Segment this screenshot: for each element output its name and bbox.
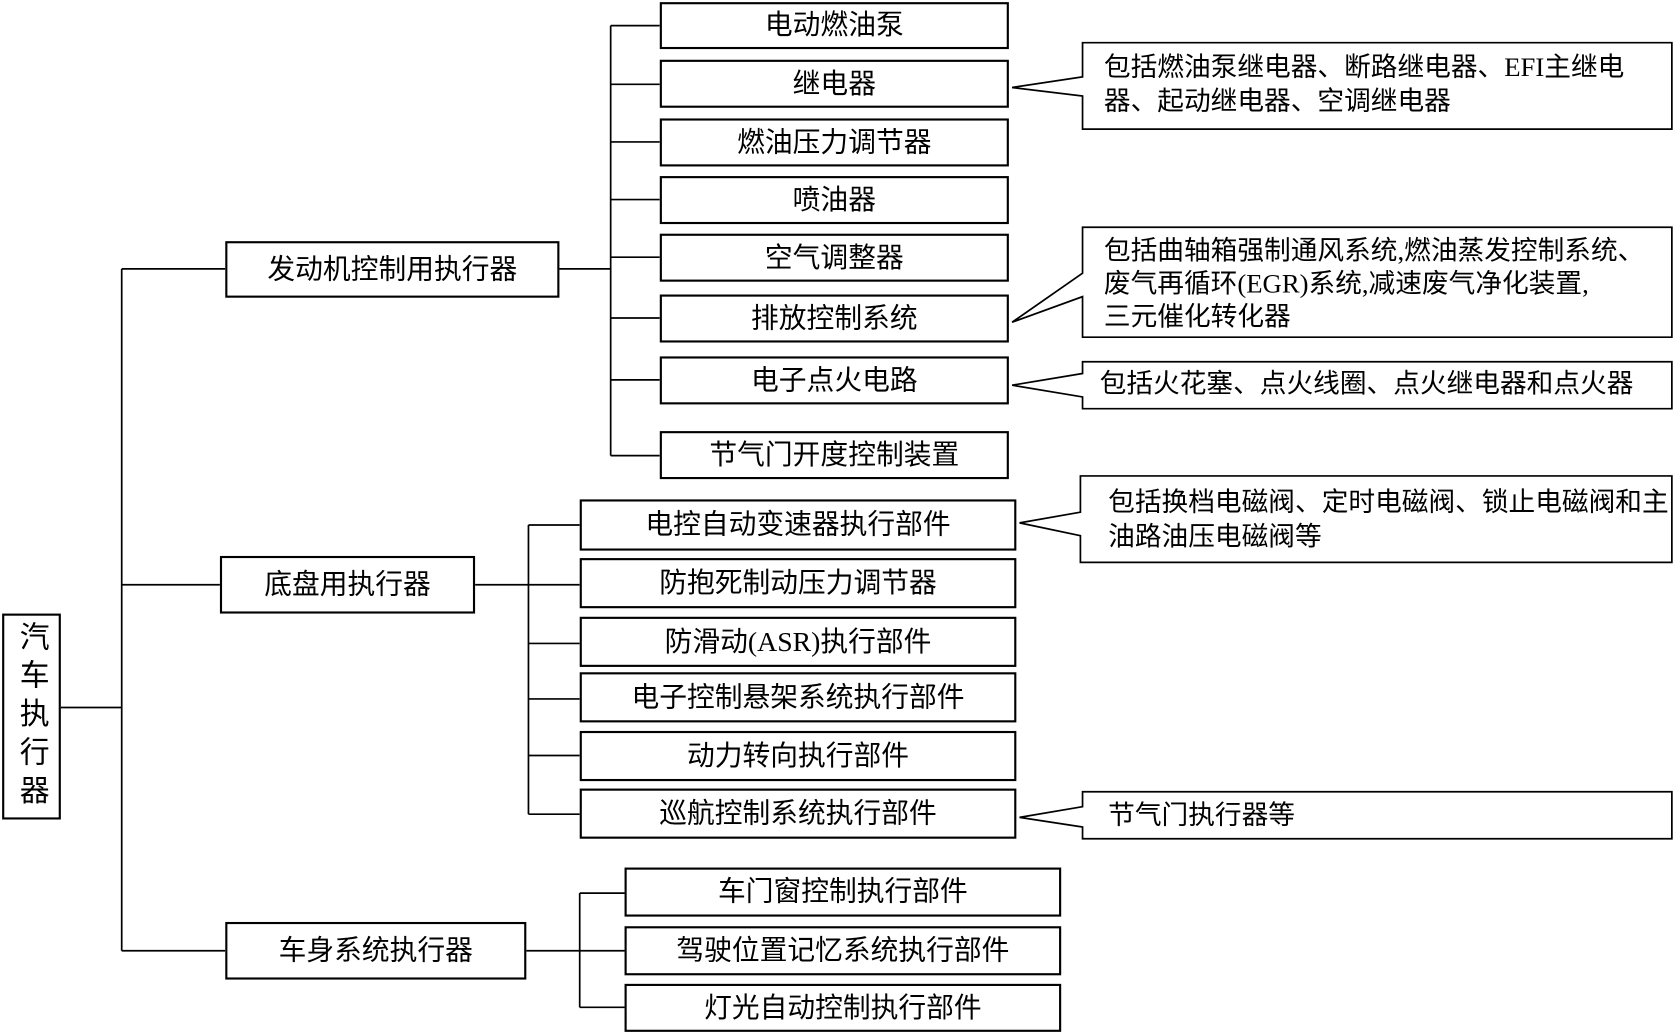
chassis-item-suspension: 电子控制悬架系统执行部件	[579, 672, 1017, 723]
callout-line: 油路油压电磁阀等	[1108, 522, 1322, 552]
callout-emission-shape	[1011, 226, 1673, 339]
callout-cruise-note: 节气门执行器等	[1108, 799, 1295, 833]
engine-item-ignition-circuit: 电子点火电路	[659, 356, 1009, 405]
callout-ignition-note: 包括火花塞、点火线圈、点火继电器和点火器	[1100, 368, 1634, 402]
body-item-seat-memory: 驾驶位置记忆系统执行部件	[624, 926, 1062, 976]
engine-item-throttle-control: 节气门开度控制装置	[659, 431, 1009, 480]
callout-line: 三元催化转化器	[1103, 303, 1291, 332]
callout-transmission-note: 包括换档电磁阀、定时电磁阀、锁止电磁阀和主 油路油压电磁阀等	[1108, 487, 1669, 555]
engine-item-emission-control: 排放控制系统	[659, 294, 1009, 343]
body-actuators-node: 车身系统执行器	[225, 921, 527, 980]
engine-item-injector: 喷油器	[659, 176, 1009, 225]
chassis-item-abs-modulator: 防抱死制动压力调节器	[579, 558, 1017, 609]
callout-emission-note: 包括曲轴箱强制通风系统,燃油蒸发控制系统、 废气再循环(EGR)系统,减速废气净…	[1104, 235, 1644, 334]
chassis-actuators-node: 底盘用执行器	[219, 555, 476, 614]
engine-item-relay: 继电器	[659, 59, 1009, 108]
chassis-item-cruise-control: 巡航控制系统执行部件	[579, 788, 1017, 839]
chassis-item-power-steering: 动力转向执行部件	[579, 730, 1017, 782]
engine-item-air-regulator: 空气调整器	[659, 233, 1009, 282]
callout-line: 包括燃油泵继电器、断路继电器、EFI主继电	[1103, 53, 1625, 83]
root-node: 汽车执行器	[2, 613, 61, 820]
callout-line: 废气再循环(EGR)系统,减速废气净化装置,	[1103, 269, 1589, 299]
callout-line: 器、起动继电器、空调继电器	[1103, 87, 1451, 117]
chassis-item-asr: 防滑动(ASR)执行部件	[579, 616, 1017, 667]
body-item-auto-lighting: 灯光自动控制执行部件	[624, 983, 1062, 1032]
callout-cruise-shape	[1019, 790, 1673, 840]
engine-actuators-node: 发动机控制用执行器	[225, 241, 560, 298]
chassis-item-transmission: 电控自动变速器执行部件	[579, 499, 1017, 551]
callout-relay-shape	[1011, 41, 1673, 130]
callout-transmission-shape	[1019, 475, 1673, 564]
callout-line: 包括火花塞、点火线圈、点火继电器和点火器	[1099, 370, 1634, 400]
callout-line: 节气门执行器等	[1108, 801, 1296, 831]
engine-item-fuel-pressure-regulator: 燃油压力调节器	[659, 118, 1009, 167]
callout-relay-note: 包括燃油泵继电器、断路继电器、EFI主继电 器、起动继电器、空调继电器	[1104, 51, 1624, 119]
engine-item-fuel-pump: 电动燃油泵	[659, 2, 1009, 50]
callout-ignition-shape	[1011, 360, 1673, 410]
callout-line: 包括换档电磁阀、定时电磁阀、锁止电磁阀和主	[1108, 488, 1669, 518]
callout-line: 包括曲轴箱强制通风系统,燃油蒸发控制系统、	[1103, 236, 1645, 266]
body-item-door-window: 车门窗控制执行部件	[624, 867, 1062, 917]
